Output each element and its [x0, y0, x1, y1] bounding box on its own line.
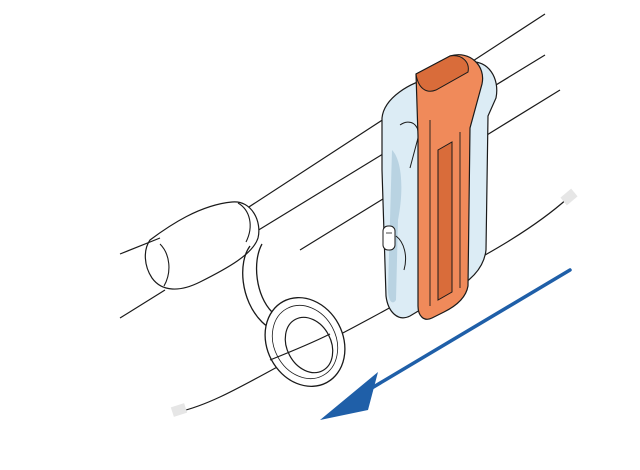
clip-shell-shadow: [388, 150, 402, 303]
line-threader-clip: [381, 54, 498, 320]
rod-butt-top: [119, 237, 161, 255]
arrow-down-left-icon: [358, 268, 572, 397]
rod-ferrule-seam: [237, 202, 251, 243]
line-through-guide: [269, 333, 331, 361]
direction-arrow: [320, 268, 572, 420]
fishing-rod: [119, 13, 580, 319]
rod-line-guide: [242, 243, 346, 388]
rod-ferrule-ring: [159, 243, 170, 287]
line-end-tag-left: [170, 403, 188, 417]
rod-butt-bottom: [119, 289, 166, 319]
fishing-line-path: [177, 197, 569, 413]
arrow-head: [320, 372, 378, 420]
clip-spring-pin: [382, 225, 396, 251]
clip-orange-lever-top: [415, 55, 469, 92]
clip-orange-lever-groove: [437, 141, 453, 301]
guide-frame-inner: [255, 243, 273, 313]
fishing-line: [170, 188, 578, 417]
clip-shell-edge-lower: [395, 235, 407, 271]
rod-ferrule: [144, 201, 260, 290]
line-end-tag-right: [560, 188, 578, 206]
